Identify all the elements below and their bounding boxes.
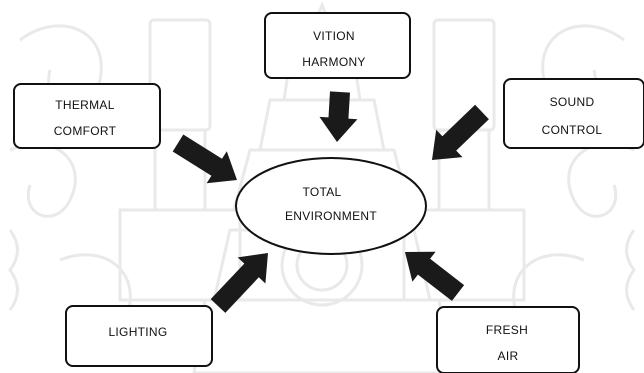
factor-label-line1: SOUND — [550, 95, 595, 109]
factor-box-frame — [264, 12, 411, 79]
factor-label-line2: COMFORT — [54, 124, 117, 138]
factor-box-fresh-air: FRESH AIR — [436, 306, 580, 373]
factor-box-vition-harmony: VITION HARMONY — [264, 12, 411, 79]
factor-label-line1: VITION — [313, 29, 355, 43]
factor-box-lighting: LIGHTING — [65, 305, 213, 367]
factor-box-thermal-comfort: THERMAL COMFORT — [13, 83, 161, 149]
center-label-line2: ENVIRONMENT — [285, 209, 377, 223]
factor-box-frame — [436, 306, 580, 373]
factor-label-line1: THERMAL — [55, 98, 114, 112]
factor-label-line1: FRESH — [486, 323, 528, 337]
factor-label-line2: HARMONY — [302, 55, 365, 69]
arrows-layer — [172, 91, 489, 313]
factor-label-line1: LIGHTING — [108, 325, 167, 339]
total-environment-node: TOTAL ENVIRONMENT — [235, 157, 427, 255]
factor-box-sound-control: SOUND CONTROL — [503, 78, 644, 149]
arrow-from-vition-harmony — [319, 91, 358, 142]
center-label-line1: TOTAL — [302, 185, 341, 199]
arrow-from-sound-control — [432, 104, 489, 160]
factor-box-frame — [503, 78, 644, 149]
arrow-from-thermal-comfort — [172, 134, 237, 184]
factor-label-line2: CONTROL — [542, 123, 603, 137]
factor-label-line2: AIR — [498, 349, 519, 363]
factor-box-frame — [65, 305, 213, 367]
total-environment-ellipse — [235, 157, 427, 255]
arrow-from-fresh-air — [405, 251, 465, 301]
arrow-from-lighting — [210, 253, 268, 313]
factor-box-frame — [13, 83, 161, 149]
